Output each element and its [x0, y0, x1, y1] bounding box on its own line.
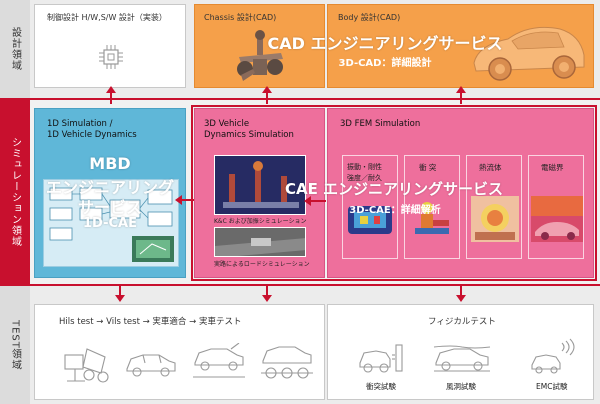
- calibration-car-icon: [193, 343, 245, 378]
- up-arrow-chassis: [262, 86, 272, 104]
- vehicle-dynamics-title-2: Dynamics Simulation: [204, 130, 294, 140]
- physical-test-title: フィジカルテスト: [428, 317, 496, 327]
- chassis-title: Chassis 設計(CAD): [204, 13, 277, 22]
- fem-label-vibration: 振動・剛性 強度／耐久: [347, 163, 382, 182]
- fem-card-em: 電磁界: [528, 155, 584, 259]
- vehicle-dynamics-panel: 3D Vehicle Dynamics Simulation K&C および加振…: [194, 108, 325, 278]
- em-field-image: [531, 196, 583, 242]
- down-arrow-fem: [456, 284, 466, 302]
- hw-sw-title: 制御設計 H/W,S/W 設計（実装）: [47, 13, 167, 22]
- simulation-1d-title-1: 1D Simulation /: [47, 119, 113, 129]
- wind-tunnel-label: 風洞試験: [446, 382, 476, 391]
- design-row-text: 設計領域: [9, 27, 21, 71]
- mbd-line-4: 1D-CAE: [83, 216, 137, 231]
- suspension-image: [237, 30, 283, 81]
- car-body-image: [473, 26, 585, 81]
- left-arrow-icon: [304, 196, 326, 206]
- fem-label-em: 電磁界: [541, 163, 564, 172]
- crash-test-icon: [359, 344, 403, 373]
- body-title: Body 設計(CAD): [338, 13, 401, 22]
- test-row-label: TEST領域: [0, 286, 30, 404]
- mbd-line-2: エンジニアリング: [45, 178, 174, 197]
- up-arrow-hw: [106, 86, 116, 104]
- down-arrow-vd: [262, 284, 272, 302]
- body-panel: Body 設計(CAD): [327, 4, 594, 88]
- up-arrow-body: [456, 86, 466, 104]
- kc-simulation-image: [214, 155, 306, 215]
- simulation-1d-title-2: 1D Vehicle Dynamics: [47, 130, 137, 140]
- simulation-row-text: シミュレーション領域: [9, 137, 21, 247]
- physical-test-panel: フィジカルテスト 衝突試験 風洞試験 EMC試験: [327, 304, 594, 400]
- hils-rig-icon: [64, 348, 109, 383]
- test-row-text: TEST領域: [9, 319, 21, 371]
- block-diagram-image: [43, 179, 179, 267]
- emc-test-icon: [531, 338, 575, 374]
- chip-icon: [99, 45, 123, 69]
- cad-service-title: CAD エンジニアリングサービス: [267, 34, 503, 53]
- vibration-image: [348, 206, 392, 234]
- mbd-line-3: サービス: [77, 198, 142, 217]
- hw-sw-panel: 制御設計 H/W,S/W 設計（実装）: [34, 4, 186, 88]
- road-caption: 実路によるロードシミュレーション: [214, 261, 310, 268]
- down-arrow-1d: [115, 284, 125, 302]
- fem-label-crash: 衝 突: [419, 163, 437, 172]
- real-test-car-icon: [261, 346, 313, 379]
- simulation-1d-panel: 1D Simulation / 1D Vehicle Dynamics: [34, 108, 186, 278]
- simulation-row-label: シミュレーション領域: [0, 98, 30, 286]
- vils-car-icon: [126, 354, 176, 377]
- design-row-label: 設計領域: [0, 0, 30, 98]
- vehicle-test-panel: Hils test → Vils test → 実車適合 → 実車テスト: [34, 304, 325, 400]
- fem-card-vibration: 振動・剛性 強度／耐久: [342, 155, 398, 259]
- emc-test-label: EMC試験: [536, 382, 568, 391]
- thermal-image: [471, 196, 519, 242]
- test-flow-text: Hils test → Vils test → 実車適合 → 実車テスト: [59, 317, 242, 327]
- cae-service-sub: 3D-CAE：詳細解析: [349, 205, 441, 216]
- vehicle-dynamics-title-1: 3D Vehicle: [204, 119, 250, 129]
- crash-test-label: 衝突試験: [366, 382, 396, 391]
- fem-panel: 3D FEM Simulation 振動・剛性 強度／耐久 衝 突 熱流体 電磁…: [327, 108, 594, 278]
- crash-image: [415, 202, 449, 234]
- fem-label-thermal: 熱流体: [479, 163, 502, 172]
- fem-card-crash: 衝 突: [404, 155, 460, 259]
- chassis-panel: Chassis 設計(CAD): [194, 4, 325, 88]
- kc-caption: K&C および加振シミュレーション: [214, 218, 307, 225]
- cad-service-sub: 3D-CAD：詳細設計: [338, 58, 432, 69]
- road-simulation-image: [214, 227, 306, 257]
- fem-title: 3D FEM Simulation: [340, 119, 421, 129]
- cae-service-title: CAE エンジニアリングサービス: [284, 180, 504, 198]
- mbd-line-1: MBD: [89, 154, 131, 173]
- fem-card-thermal: 熱流体: [466, 155, 522, 259]
- wind-tunnel-icon: [433, 345, 491, 372]
